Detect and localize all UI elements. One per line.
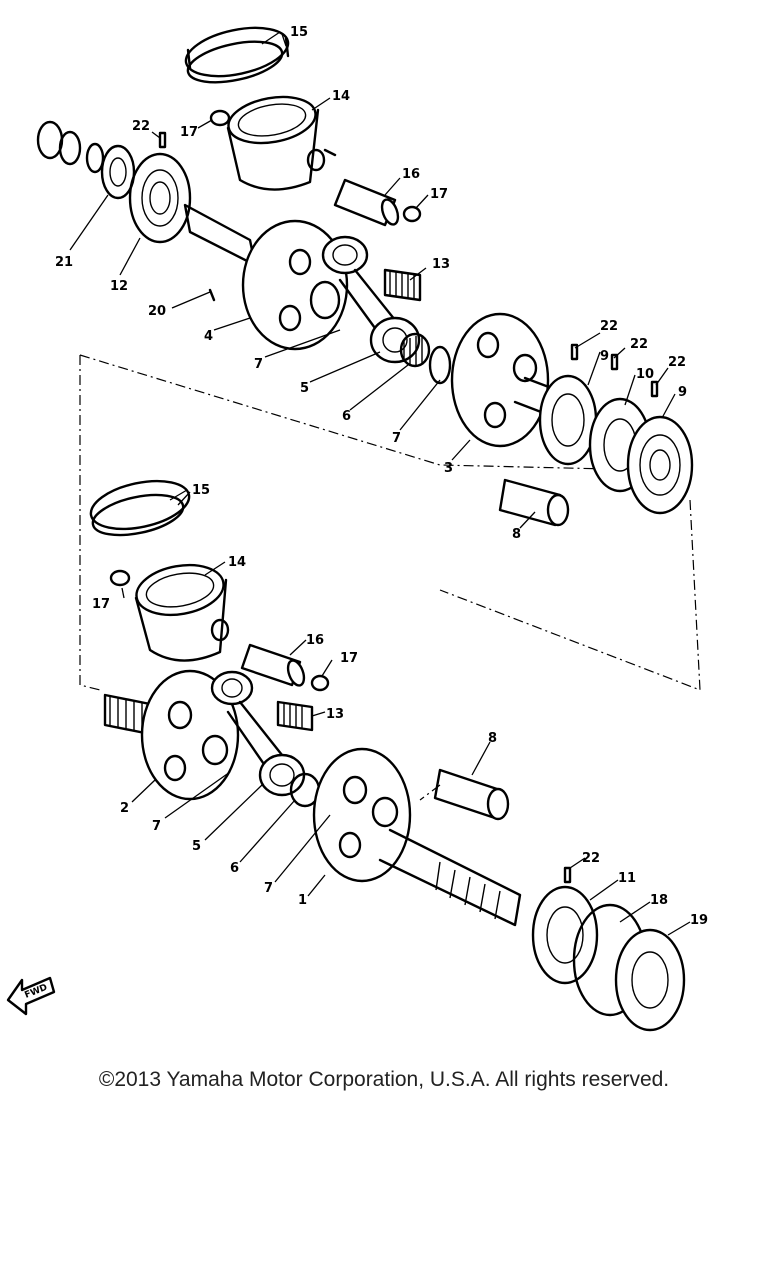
assembly-guide-line: [79, 355, 101, 691]
crankshaft-lower-half: [103, 669, 240, 801]
callout-15: 15: [290, 25, 308, 40]
callout-22: 22: [582, 851, 600, 866]
connecting-rod-upper: [321, 235, 421, 364]
crank-pin-lower: [433, 768, 510, 821]
piston-ring-set-lower: [89, 479, 191, 537]
callout-2: 2: [120, 801, 129, 816]
piston-ring-set-upper: [184, 26, 290, 84]
fwd-label: FWD: [23, 983, 49, 1001]
copyright-notice: ©2013 Yamaha Motor Corporation, U.S.A. A…: [98, 1068, 670, 1091]
piston-pin-upper: [333, 178, 400, 227]
main-bearing-oil-seal-right: [531, 866, 686, 1032]
callout-4: 4: [204, 329, 213, 344]
callout-12: 12: [110, 279, 128, 294]
callout-9: 9: [600, 349, 609, 364]
big-end-bearing-upper: [399, 332, 452, 385]
callout-15: 15: [192, 483, 210, 498]
callout-14: 14: [228, 555, 246, 570]
piston-pin-lower: [240, 643, 306, 687]
circlip-lower-right: [310, 674, 330, 692]
callout-17: 17: [430, 187, 448, 202]
crank-pin-upper: [498, 478, 570, 527]
assembly-guide-line: [439, 499, 701, 691]
callout-17: 17: [340, 651, 358, 666]
callout-17: 17: [92, 597, 110, 612]
callout-22: 22: [600, 319, 618, 334]
callout-21: 21: [55, 255, 73, 270]
needle-bearing-upper: [383, 268, 422, 302]
callout-6: 6: [230, 861, 239, 876]
callout-16: 16: [306, 633, 324, 648]
callout-17: 17: [180, 125, 198, 140]
crankshaft-center-half: [450, 312, 572, 448]
callout-1: 1: [298, 893, 307, 908]
piston-upper: [226, 95, 337, 191]
callout-numbers: 15 14 22 17 16 17 21 12 13 20 4 22 22 9 …: [55, 25, 708, 928]
callout-7: 7: [264, 881, 273, 896]
piston-lower: [134, 563, 230, 662]
callout-13: 13: [326, 707, 344, 722]
callout-6: 6: [342, 409, 351, 424]
callout-5: 5: [300, 381, 309, 396]
circlip-upper-right: [402, 205, 422, 223]
callout-13: 13: [432, 257, 450, 272]
callout-7: 7: [152, 819, 161, 834]
callout-22: 22: [630, 337, 648, 352]
callout-leader-lines: [69, 31, 691, 936]
circlip-upper-left: [209, 109, 231, 127]
crankshaft-right-half: [312, 747, 522, 927]
main-bearings-right: [538, 374, 694, 515]
callout-7: 7: [254, 357, 263, 372]
callout-10: 10: [636, 367, 654, 382]
callout-8: 8: [488, 731, 497, 746]
callout-18: 18: [650, 893, 668, 908]
callout-3: 3: [444, 461, 453, 476]
callout-22: 22: [668, 355, 686, 370]
callout-11: 11: [618, 871, 636, 886]
assembly-guide-line: [79, 354, 651, 471]
circlip-lower-left: [109, 569, 131, 587]
callout-8: 8: [512, 527, 521, 542]
callout-22: 22: [132, 119, 150, 134]
oil-seal-and-bearing-left: [36, 120, 192, 244]
callout-19: 19: [690, 913, 708, 928]
crankshaft-exploded-diagram: FWD: [6, 25, 708, 1032]
callout-5: 5: [192, 839, 201, 854]
needle-bearing-lower: [276, 700, 314, 732]
callout-14: 14: [332, 89, 350, 104]
callout-20: 20: [148, 304, 166, 319]
callout-7: 7: [392, 431, 401, 446]
dowel-pins-upper: [158, 131, 659, 398]
callout-9: 9: [678, 385, 687, 400]
crankshaft-left-half: [183, 203, 349, 351]
callout-16: 16: [402, 167, 420, 182]
forward-arrow-icon: FWD: [6, 976, 56, 1016]
